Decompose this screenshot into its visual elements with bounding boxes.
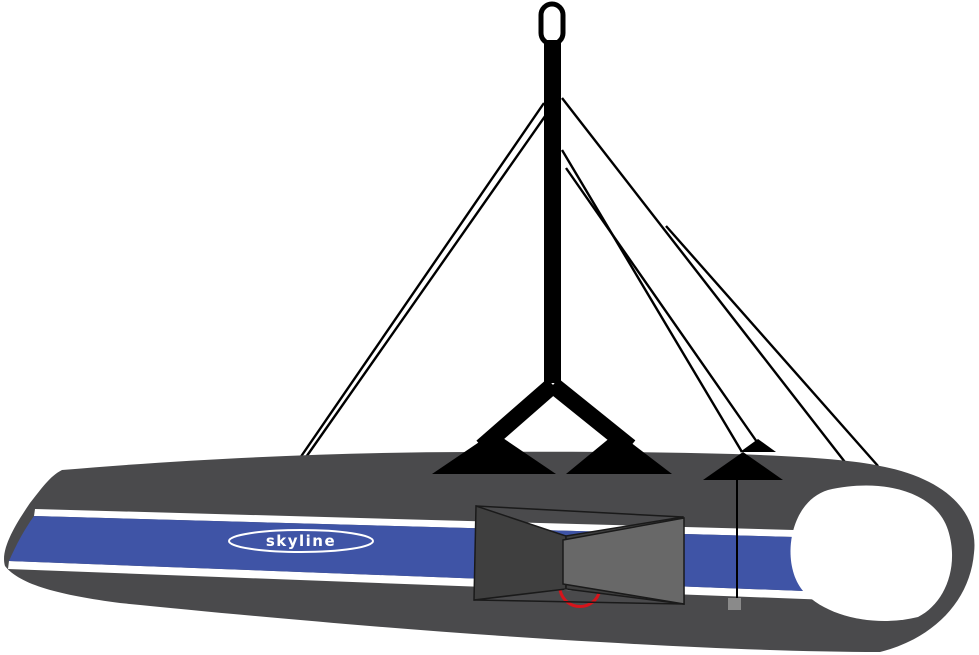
buckle-seam-bottom [473, 599, 685, 605]
reserve-handle [558, 589, 602, 608]
right-line-4 [665, 225, 879, 467]
harness-pod: skyline [4, 451, 975, 652]
right-line-2 [565, 167, 758, 443]
suspension-lines [288, 97, 879, 485]
main-strap-group [538, 1, 566, 383]
bracket-right [703, 452, 783, 480]
logo-text: skyline [266, 532, 336, 550]
main-strap [544, 40, 561, 383]
bracket-left [432, 432, 556, 474]
skyline-logo: skyline [228, 529, 374, 553]
right-line-1 [560, 149, 744, 453]
chest-buckle [473, 504, 685, 605]
logo-oval [228, 529, 374, 553]
bracket-right-small [740, 439, 776, 452]
buckle-seam [475, 505, 684, 518]
spreader-right-arm [547, 378, 636, 454]
spreader-bar [476, 378, 636, 454]
mounting-brackets [432, 432, 783, 480]
bracket-center [566, 432, 672, 474]
head-opening [790, 485, 953, 621]
left-outer-line [288, 102, 545, 475]
spreader-left-arm [476, 378, 559, 454]
drogue-toggle [728, 598, 741, 610]
right-line-3 [561, 97, 863, 485]
top-loop [538, 1, 566, 47]
left-inner-line [296, 111, 549, 471]
